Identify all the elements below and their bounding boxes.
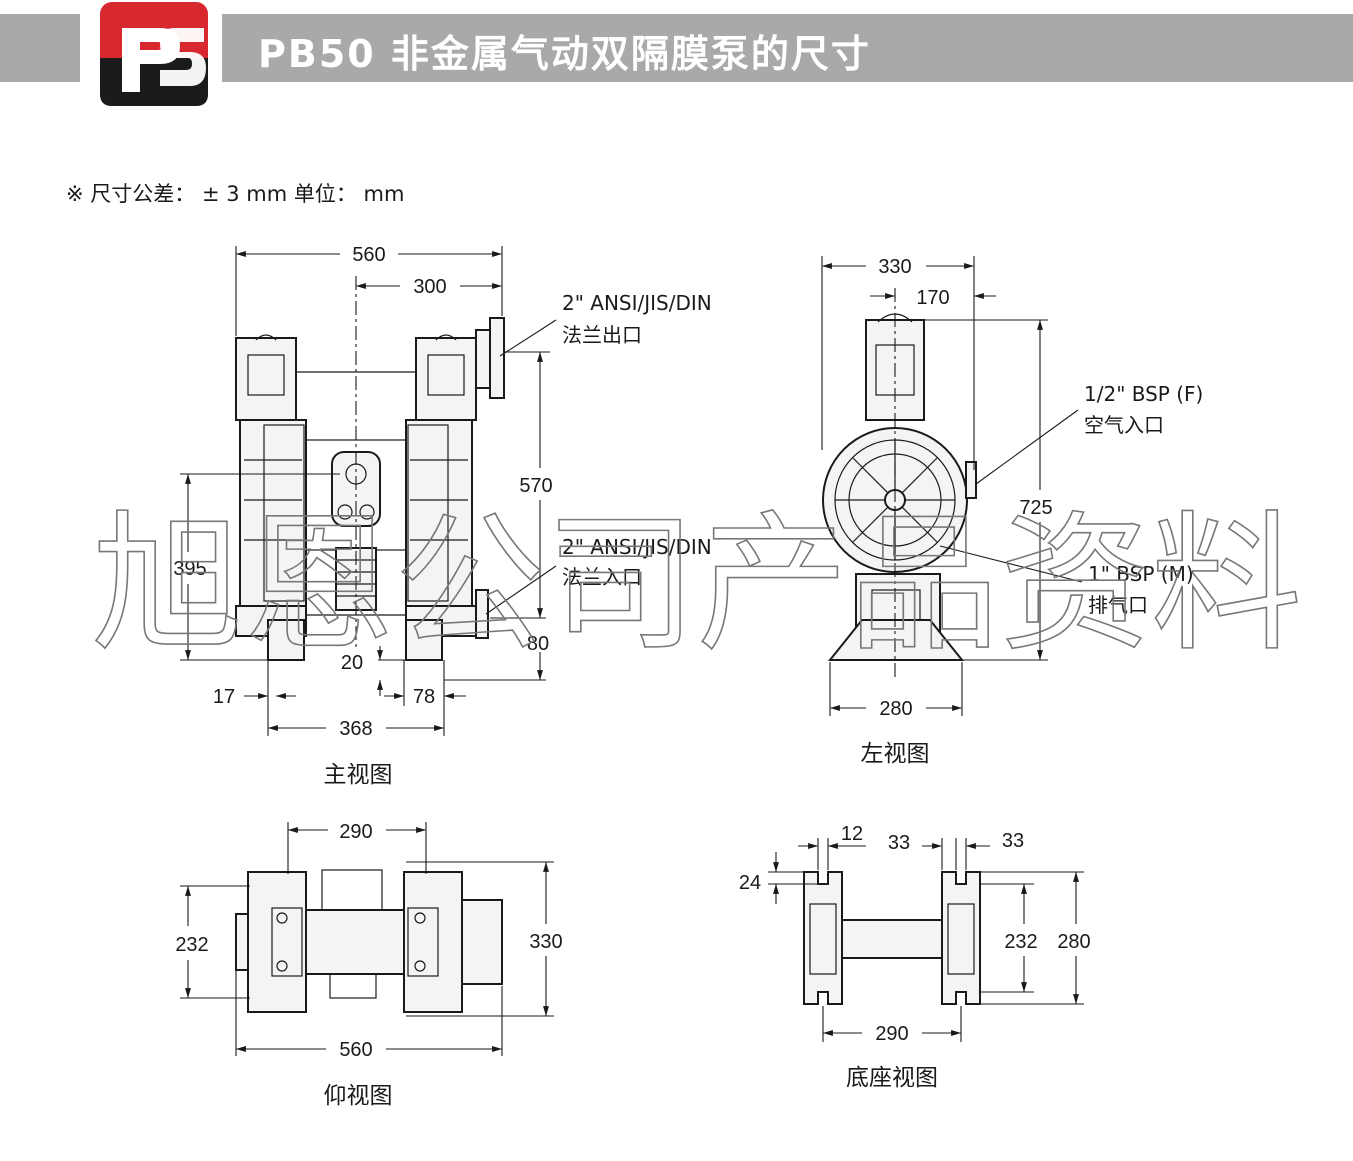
front-dim-outlet-offset: 300 bbox=[413, 276, 446, 298]
front-dim-foot-right: 78 bbox=[413, 686, 435, 708]
inlet-flange-label: 法兰入口 bbox=[562, 565, 642, 589]
base-view-dimensions: 12 33 33 24 232 280 290 底座视图 bbox=[739, 823, 1091, 1091]
base-dim-slot-width: 12 bbox=[841, 823, 863, 845]
base-dim-rail-span: 290 bbox=[875, 1023, 908, 1045]
left-dim-overall-height: 725 bbox=[1019, 497, 1052, 519]
left-dim-center-offset: 170 bbox=[916, 287, 949, 309]
base-dim-left-rail: 33 bbox=[888, 832, 910, 854]
watermark: 旭恩公司产品资料 bbox=[92, 498, 1302, 672]
outlet-flange-spec: 2" ANSI/JIS/DIN bbox=[562, 291, 712, 315]
front-dim-foot-left: 17 bbox=[213, 686, 235, 708]
front-dim-inlet-height: 80 bbox=[527, 633, 549, 655]
header-bar: PB50 非金属气动双隔膜泵的尺寸 bbox=[0, 14, 1353, 82]
base-dim-slot-depth: 24 bbox=[739, 872, 761, 894]
bottom-view-drawing bbox=[235, 869, 503, 1013]
bottom-dim-mount-depth: 232 bbox=[175, 934, 208, 956]
page-title: PB50 非金属气动双隔膜泵的尺寸 bbox=[258, 32, 871, 76]
bottom-view-caption: 仰视图 bbox=[324, 1083, 393, 1109]
left-dim-base-width: 280 bbox=[879, 698, 912, 720]
bottom-dim-bolt-span: 290 bbox=[339, 821, 372, 843]
front-view-dimensions: 560 300 570 395 80 20 17 78 368 bbox=[173, 244, 711, 788]
base-dim-outer-depth: 280 bbox=[1057, 931, 1090, 953]
header-bar-right-segment bbox=[222, 14, 1353, 82]
left-dim-overall-depth: 330 bbox=[878, 256, 911, 278]
left-view-caption: 左视图 bbox=[861, 741, 930, 767]
front-dim-base-gap: 20 bbox=[341, 652, 363, 674]
company-logo bbox=[100, 2, 208, 106]
base-dim-right-rail: 33 bbox=[1002, 830, 1024, 852]
base-view-caption: 底座视图 bbox=[846, 1065, 938, 1091]
header-bar-left-segment bbox=[0, 14, 80, 82]
front-view-drawing bbox=[235, 317, 505, 661]
front-dim-outlet-height: 570 bbox=[519, 475, 552, 497]
front-dim-overall-width: 560 bbox=[352, 244, 385, 266]
base-dim-inner-depth: 232 bbox=[1004, 931, 1037, 953]
left-view-dimensions: 330 170 725 280 1/2" BSP (F) 空气入口 1" BSP… bbox=[821, 256, 1203, 767]
bottom-view-dimensions: 290 560 232 330 仰视图 bbox=[175, 821, 562, 1109]
front-dim-air-height: 395 bbox=[173, 558, 206, 580]
front-dim-foot-span: 368 bbox=[339, 718, 372, 740]
inlet-flange-spec: 2" ANSI/JIS/DIN bbox=[562, 535, 712, 559]
air-inlet-label: 空气入口 bbox=[1084, 413, 1164, 437]
bottom-dim-overall-width: 560 bbox=[339, 1039, 372, 1061]
exhaust-spec: 1" BSP (M) bbox=[1088, 562, 1194, 586]
bottom-dim-overall-depth: 330 bbox=[529, 931, 562, 953]
air-inlet-spec: 1/2" BSP (F) bbox=[1084, 382, 1203, 406]
exhaust-label: 排气口 bbox=[1088, 593, 1148, 617]
front-view-caption: 主视图 bbox=[324, 762, 393, 788]
outlet-flange-label: 法兰出口 bbox=[562, 323, 642, 347]
base-view-drawing bbox=[803, 871, 981, 1005]
tolerance-note: ※ 尺寸公差： ± 3 mm 单位： mm bbox=[66, 182, 404, 206]
